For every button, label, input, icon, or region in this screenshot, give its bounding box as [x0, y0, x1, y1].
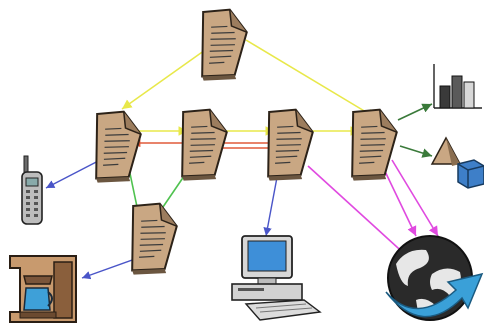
desktop-computer-icon	[231, 235, 322, 321]
document-icon	[122, 199, 181, 281]
document-icon	[172, 105, 231, 187]
coffee-maker-icon	[9, 255, 77, 323]
document-icon	[342, 105, 401, 187]
document-icon	[86, 107, 145, 189]
document-icon	[258, 105, 317, 187]
link-right-to-shapes	[399, 145, 433, 158]
shapes-icon	[430, 136, 484, 189]
cordless-phone-icon	[21, 155, 43, 225]
link-right-to-globe-2	[391, 159, 439, 237]
link-left-to-phone	[45, 157, 105, 189]
link-center-right-to-computer	[263, 171, 279, 237]
bar-chart-icon	[433, 64, 482, 109]
document-icon	[192, 5, 251, 87]
link-right-to-chart	[397, 103, 433, 121]
link-top-to-right	[245, 39, 377, 119]
link-right-to-globe-1	[381, 164, 417, 237]
globe-icon	[385, 235, 484, 321]
